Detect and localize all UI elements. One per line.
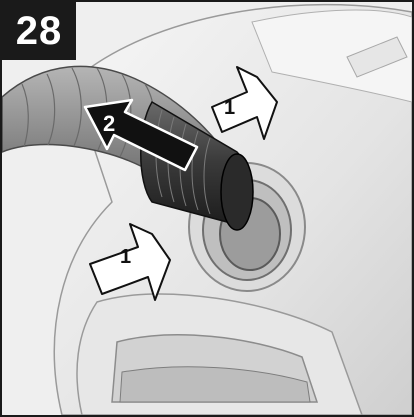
arrow-1-lower xyxy=(89,223,171,301)
hose-cuff-tip xyxy=(220,153,254,231)
arrow-1-lower-label: 1 xyxy=(120,246,132,268)
arrow-2 xyxy=(83,98,199,172)
vacuum-body-top-panel xyxy=(251,9,412,103)
vacuum-body-slot xyxy=(346,36,408,78)
arrow-1-upper xyxy=(211,66,278,140)
vacuum-grip xyxy=(119,366,311,403)
arrow-2-label: 2 xyxy=(103,111,116,136)
arrow-1-upper-label: 1 xyxy=(224,97,236,119)
step-number-badge: 28 xyxy=(2,2,76,60)
